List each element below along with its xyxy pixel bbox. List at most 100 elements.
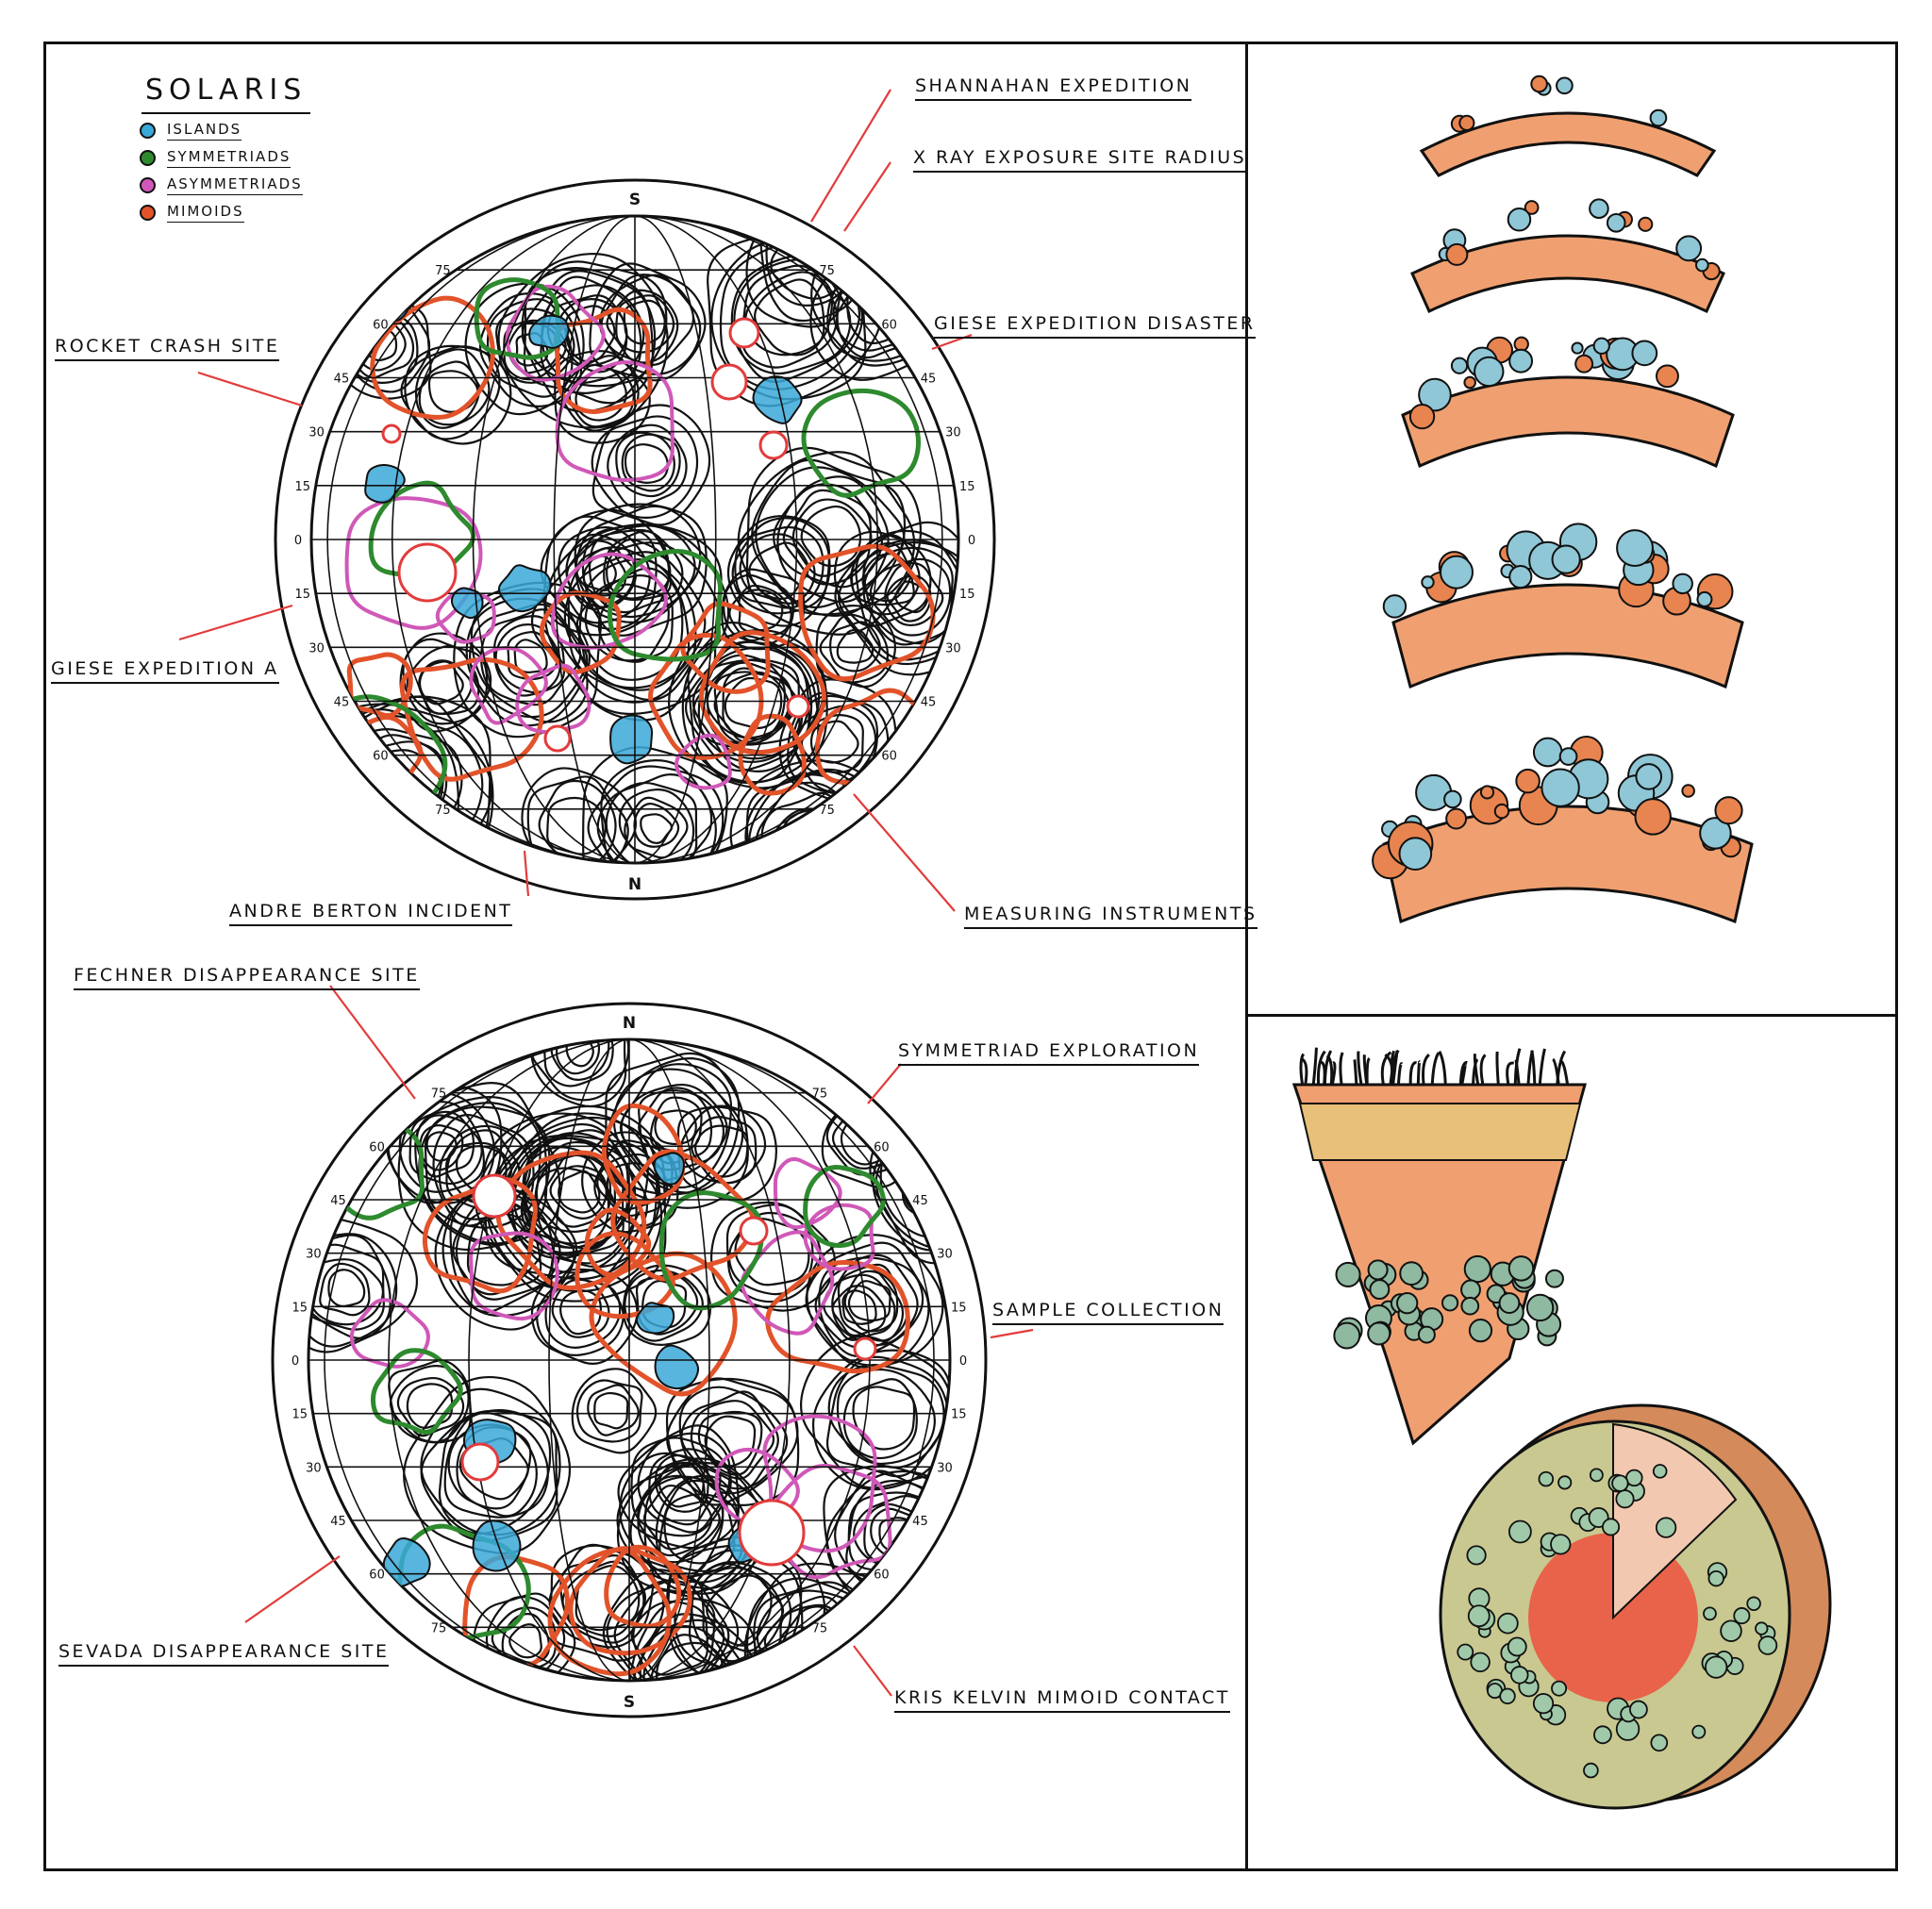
- legend-item-islands: ISLANDS: [140, 121, 303, 141]
- top-contour-line: [311, 768, 349, 852]
- bottom-contour-line: [842, 1378, 918, 1460]
- top-latitude-label: 15: [959, 480, 975, 494]
- bottom-contour-line: [508, 1623, 542, 1659]
- bottom-contour-line: [308, 1243, 385, 1331]
- top-mimoid-formation: [698, 630, 826, 755]
- planet-bubble: [1615, 1489, 1635, 1509]
- horizontal-divider: [1245, 1014, 1898, 1017]
- top-contour-line: [469, 603, 589, 719]
- bottom-meridian: [388, 1039, 871, 1681]
- sediment-bubble: [1468, 1318, 1493, 1343]
- mimoid-growth-stages: [1372, 75, 1754, 924]
- growth-bubble: [1421, 575, 1435, 589]
- bottom-contour-line: [443, 1411, 549, 1519]
- top-contour-line: [565, 533, 636, 610]
- bottom-contour-line: [308, 1233, 398, 1348]
- top-latitude-label: 30: [945, 426, 961, 440]
- bottom-contour-line: [420, 1387, 561, 1536]
- bottom-contour-line: [542, 1039, 614, 1087]
- bottom-contour-line: [530, 1268, 639, 1365]
- top-contour-line: [928, 241, 958, 286]
- bottom-mimoid-formation: [601, 1103, 686, 1205]
- growth-bubble: [1638, 216, 1654, 232]
- leader-shannahan: [810, 89, 891, 223]
- planet-bubble: [1583, 1762, 1599, 1779]
- top-asymmetriad-formation: [505, 284, 606, 382]
- top-contour-line: [418, 360, 480, 426]
- top-contour-line: [584, 574, 674, 662]
- top-contour-line: [734, 525, 824, 609]
- growth-bubble: [1450, 357, 1469, 374]
- sediment-bubble: [1498, 1292, 1521, 1314]
- surface-tendril: [1438, 1051, 1447, 1086]
- planet-bubble: [1655, 1517, 1677, 1538]
- growth-bubble: [1443, 789, 1462, 809]
- bottom-contour-line: [438, 1409, 552, 1536]
- bottom-contour-line: [831, 1285, 887, 1337]
- legend-label-islands: ISLANDS: [167, 121, 242, 141]
- top-island-formation: [497, 564, 552, 613]
- top-latitude-label: 45: [334, 373, 350, 387]
- top-contour-line: [615, 294, 675, 354]
- top-contour-line: [800, 505, 862, 568]
- page-frame: [43, 42, 1898, 1871]
- growth-bubble: [1439, 555, 1474, 589]
- bottom-contour-line: [823, 1273, 896, 1341]
- surface-tendril: [1316, 1050, 1326, 1086]
- bottom-contour-line: [406, 1383, 454, 1429]
- surface-tendril: [1472, 1058, 1479, 1086]
- bottom-contour-line: [637, 1475, 724, 1564]
- planet-bubble: [1705, 1655, 1728, 1679]
- top-latitude-label: 45: [921, 373, 937, 387]
- growth-bubble: [1474, 356, 1505, 388]
- planet-bubble: [1629, 1700, 1648, 1719]
- bottom-contour-line: [632, 1613, 759, 1681]
- bottom-contour-line: [522, 1129, 637, 1256]
- top-contour-line: [755, 466, 906, 608]
- bottom-latitude-label: 30: [306, 1248, 322, 1262]
- bottom-meridian: [468, 1039, 791, 1681]
- top-contour-line: [521, 260, 668, 413]
- top-mimoid-formation: [738, 713, 807, 796]
- growth-bubble: [1445, 807, 1468, 830]
- site-symmetriad: [739, 1216, 769, 1246]
- bottom-latitude-label: 45: [330, 1194, 346, 1208]
- top-latitude-label: 60: [881, 318, 897, 332]
- bottom-contour-line: [308, 1039, 410, 1102]
- growth-bubble: [1714, 796, 1743, 825]
- planet-bubble: [1509, 1666, 1529, 1685]
- bottom-contour-line: [510, 1137, 625, 1260]
- planet-cutaway: [1439, 1403, 1832, 1810]
- growth-bubble: [1681, 784, 1695, 798]
- top-contour-line: [869, 557, 952, 637]
- sediment-bubble: [1525, 1293, 1555, 1322]
- label-sevada-disappearance-site: SEVADA DISAPPEARANCE SITE: [58, 1641, 390, 1667]
- bottom-contour-line: [403, 1376, 572, 1554]
- label-giese-expedition-a: GIESE EXPEDITION A: [51, 658, 279, 684]
- site-sevada: [460, 1442, 500, 1482]
- top-contour-line: [591, 404, 711, 526]
- planet-bubble: [1507, 1636, 1527, 1657]
- surface-tendril: [1514, 1058, 1521, 1086]
- bottom-contour-line: [575, 1379, 643, 1443]
- growth-bubble: [1458, 114, 1475, 131]
- top-contour-line: [513, 639, 548, 673]
- surface-tendril: [1339, 1052, 1344, 1086]
- growth-stage-arc: [1391, 583, 1744, 689]
- top-contour-line: [900, 216, 958, 325]
- bottom-contour-line: [630, 1432, 731, 1537]
- top-contour-line: [563, 551, 707, 691]
- top-contour-line: [759, 216, 860, 323]
- growth-bubble: [1672, 573, 1693, 595]
- bottom-contour-line: [596, 1153, 668, 1218]
- surface-tendril: [1556, 1050, 1567, 1086]
- growth-stage-arc: [1410, 234, 1725, 314]
- bottom-contour-line: [680, 1390, 779, 1495]
- top-latitude-label: 75: [435, 264, 451, 278]
- growth-bubble: [1479, 785, 1495, 800]
- planet-bubble: [1650, 1734, 1669, 1752]
- top-latitude-label: 75: [435, 804, 451, 818]
- bottom-island-formation: [472, 1519, 522, 1572]
- bottom-asymmetriad-formation: [803, 1203, 875, 1271]
- planet-bubble: [1557, 1475, 1573, 1490]
